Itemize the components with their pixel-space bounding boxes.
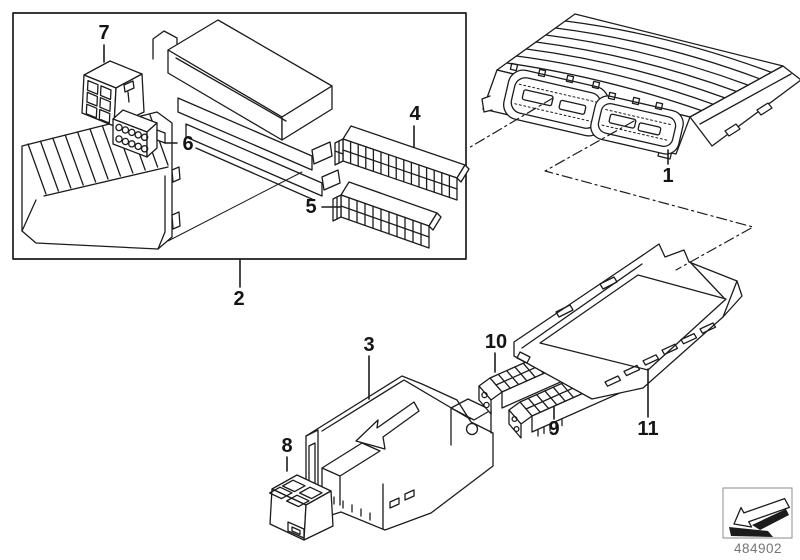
part-3-connector-housing xyxy=(306,376,493,530)
reference-line-ecu-to-frame xyxy=(545,121,753,270)
part-2-housing xyxy=(153,20,340,200)
callout-1[interactable]: 1 xyxy=(662,165,674,187)
part-6-connector xyxy=(113,110,165,157)
drawing-number: 484902 xyxy=(733,541,783,556)
ecu-port-left xyxy=(501,67,612,139)
callout-4[interactable]: 4 xyxy=(409,103,421,125)
callout-8[interactable]: 8 xyxy=(281,435,293,457)
callout-6[interactable]: 6 xyxy=(182,133,194,155)
assembly-line-cover-housing xyxy=(168,172,302,241)
reference-line-ecu-to-kit xyxy=(467,98,553,149)
callout-11[interactable]: 11 xyxy=(637,418,659,440)
callout-10[interactable]: 10 xyxy=(484,331,508,353)
callout-3[interactable]: 3 xyxy=(363,334,375,356)
part-11-mounting-frame xyxy=(514,244,742,399)
stamp-box xyxy=(723,488,792,538)
leader-lines xyxy=(104,45,668,471)
corner-arrow-icon xyxy=(729,499,789,537)
part-4-pin-strip xyxy=(335,126,469,200)
callout-5[interactable]: 5 xyxy=(305,196,317,218)
part-8-connector xyxy=(270,475,333,540)
callout-7[interactable]: 7 xyxy=(98,22,110,44)
part-5-pin-strip xyxy=(333,182,441,248)
callout-2[interactable]: 2 xyxy=(233,288,245,310)
assembly-reference-lines xyxy=(467,98,753,270)
ecu-port-right xyxy=(588,93,686,156)
callout-9[interactable]: 9 xyxy=(548,418,560,440)
part-1-control-unit xyxy=(482,14,800,159)
